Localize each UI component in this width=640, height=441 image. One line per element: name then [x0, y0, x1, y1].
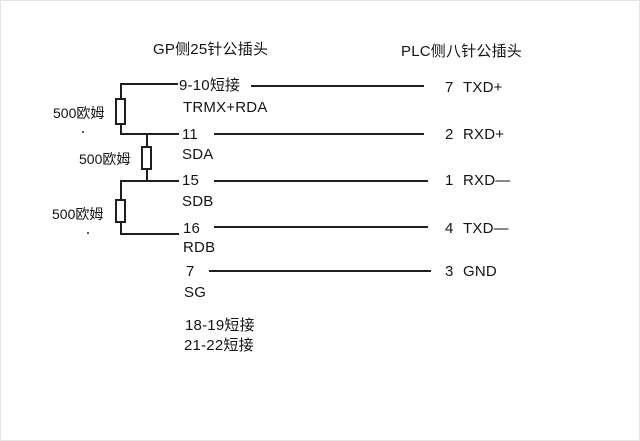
resistor3-body: [115, 199, 126, 223]
plc-pin-signal-row1: TXD+: [463, 79, 503, 96]
resistor1-top-lead: [120, 83, 122, 99]
gp-pin-label-row2: 11: [182, 126, 198, 143]
stray-dot-1: [82, 131, 84, 133]
gp-pin-label-row4: 16: [183, 220, 201, 237]
gp-signal-label-row1: TRMX+RDA: [183, 99, 268, 116]
resistor1-label: 500欧姆: [53, 105, 105, 121]
resistor2-top-lead: [146, 133, 148, 147]
plc-pin-number-row4: 4: [445, 220, 454, 237]
resistor3-label: 500欧姆: [52, 206, 104, 222]
wire-row3: [214, 180, 428, 182]
gp-signal-label-row3: SDB: [182, 193, 214, 210]
wire-row1: [251, 85, 424, 87]
stray-dot-2: [87, 232, 89, 234]
gp-pin-label-row1: 9-10短接: [179, 77, 241, 94]
plc-pin-signal-row5: GND: [463, 263, 497, 280]
row3-bracket-line: [121, 180, 179, 182]
plc-pin-number-row2: 2: [445, 126, 454, 143]
plc-pin-number-row5: 3: [445, 263, 454, 280]
jumper-note-1: 18-19短接: [185, 317, 255, 334]
resistor3-top-lead: [120, 180, 122, 200]
plc-pin-number-row3: 1: [445, 172, 454, 189]
resistor3-bottom-bracket-line: [121, 233, 179, 235]
wire-row4: [214, 226, 428, 228]
gp-signal-label-row5: SG: [184, 284, 207, 301]
plc-pin-number-row1: 7: [445, 79, 454, 96]
gp-pin-label-row5: 7: [186, 263, 195, 280]
wire-row2: [214, 133, 424, 135]
resistor1-bottom-lead: [120, 124, 122, 135]
gp-signal-label-row4: RDB: [183, 239, 216, 256]
resistor2-bottom-lead: [146, 168, 148, 182]
wire-row5: [209, 270, 431, 272]
plc-pin-signal-row3: RXD—: [463, 172, 511, 189]
gp-pin-label-row3: 15: [182, 172, 200, 189]
jumper-note-2: 21-22短接: [184, 337, 254, 354]
plc-pin-label-row3: 1 RXD—: [445, 172, 511, 190]
plc-side-header: PLC侧八针公插头: [401, 43, 522, 60]
resistor2-body: [141, 146, 152, 170]
resistor3-bottom-lead: [120, 222, 122, 235]
resistor1-body: [115, 98, 126, 125]
plc-pin-label-row4: 4 TXD—: [445, 220, 509, 238]
plc-pin-label-row5: 3 GND: [445, 263, 497, 281]
resistor2-label: 500欧姆: [79, 151, 131, 167]
plc-pin-signal-row2: RXD+: [463, 126, 505, 143]
row2-bracket-line: [121, 133, 179, 135]
plc-pin-label-row2: 2 RXD+: [445, 126, 505, 144]
gp-signal-label-row2: SDA: [182, 146, 214, 163]
plc-pin-signal-row4: TXD—: [463, 220, 509, 237]
plc-pin-label-row1: 7 TXD+: [445, 79, 503, 97]
gp-side-header: GP侧25针公插头: [153, 41, 269, 58]
resistor1-top-bracket-line: [121, 83, 178, 85]
